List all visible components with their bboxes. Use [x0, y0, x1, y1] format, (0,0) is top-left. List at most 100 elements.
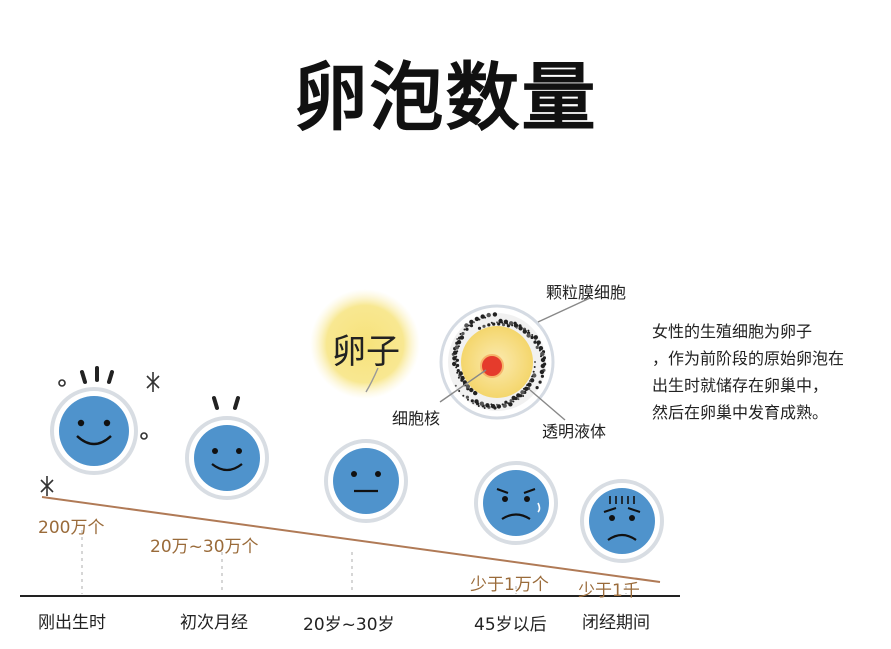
- trend-line: [41, 496, 661, 583]
- granulosa-speck: [533, 366, 536, 368]
- granulosa-speck: [477, 326, 482, 330]
- granulosa-speck: [524, 386, 529, 391]
- granulosa-speck: [502, 323, 506, 327]
- granulosa-speck: [522, 395, 525, 397]
- stage-menopause: 闭经期间: [582, 613, 650, 633]
- granulosa-speck: [497, 322, 501, 326]
- granulosa-speck: [534, 361, 536, 363]
- granulosa-speck: [540, 357, 546, 363]
- granulosa-speck: [507, 402, 510, 405]
- granulosa-speck: [535, 386, 539, 390]
- granulosa-speck: [522, 387, 525, 390]
- stage-45-plus: 45岁以后: [474, 615, 547, 635]
- nucleus-pointer: [439, 369, 487, 403]
- page-title: 卵泡数量: [293, 55, 598, 141]
- granulosa-speck: [540, 351, 545, 357]
- granulosa-speck: [465, 384, 471, 389]
- granulosa-speck: [472, 402, 475, 405]
- granulosa-speck: [538, 346, 544, 351]
- granulosa-speck: [501, 321, 504, 324]
- granulosa-speck: [506, 324, 510, 328]
- granulosa-speck: [502, 403, 507, 408]
- granulosa-speck: [496, 403, 498, 406]
- granulosa-speck: [492, 322, 496, 326]
- granulosa-speck: [473, 321, 475, 324]
- granulosa-speck: [468, 324, 470, 327]
- granulosa-speck: [455, 355, 458, 358]
- granulosa-speck: [467, 398, 469, 401]
- egg-label: 卵子: [332, 332, 400, 372]
- granulosa-speck: [527, 329, 530, 332]
- granulosa-speck: [474, 399, 479, 404]
- face-birth: [50, 387, 138, 475]
- granulosa-speck: [456, 350, 459, 353]
- granulosa-speck: [538, 349, 541, 352]
- granulosa-speck: [455, 358, 459, 362]
- granulosa-speck: [528, 380, 531, 382]
- nucleus-label: 细胞核: [392, 409, 441, 428]
- granulosa-speck: [484, 316, 487, 319]
- granulosa-speck: [513, 323, 519, 328]
- granulosa-speck: [511, 324, 514, 327]
- granulosa-speck: [529, 378, 535, 383]
- granulosa-speck: [532, 373, 537, 378]
- granulosa-speck: [492, 312, 498, 317]
- granulosa-speck: [461, 331, 465, 336]
- granulosa-speck: [454, 345, 459, 350]
- granulosa-speck: [469, 324, 474, 328]
- granulosa-speck: [534, 338, 537, 341]
- granulosa-speck: [526, 384, 529, 387]
- granulosa-speck: [483, 407, 486, 409]
- granulosa-speck: [511, 395, 516, 401]
- granulosa-speck: [539, 369, 545, 375]
- cell-nucleus: [480, 354, 504, 378]
- granulosa-speck: [457, 345, 460, 348]
- description-line: 女性的生殖细胞为卵子: [652, 322, 813, 341]
- excitement-marks: [80, 366, 240, 410]
- granulosa-speck: [459, 333, 462, 335]
- granulosa-speck: [479, 401, 484, 406]
- granulosa-speck: [515, 326, 518, 329]
- face-20-30: [324, 439, 408, 523]
- granulosa-speck: [462, 394, 465, 397]
- granulosa-pointer: [537, 297, 591, 323]
- granulosa-speck: [460, 375, 465, 381]
- amount-birth: 200万个: [38, 518, 105, 538]
- granulosa-speck: [490, 403, 493, 406]
- egg-glow: [310, 289, 420, 399]
- granulosa-speck: [530, 335, 534, 340]
- granulosa-speck: [522, 329, 527, 334]
- granulosa-speck: [518, 326, 523, 331]
- granulosa-speck: [517, 398, 520, 401]
- granulosa-speck: [456, 338, 459, 340]
- granulosa-speck: [504, 400, 508, 404]
- granulosa-speck: [478, 318, 481, 321]
- granulosa-speck: [469, 387, 474, 393]
- guide-lines: [81, 530, 627, 594]
- granulosa-speck: [456, 369, 460, 373]
- sparkle-decorations: [40, 372, 160, 496]
- granulosa-speck: [465, 327, 469, 331]
- granulosa-speck: [457, 376, 460, 379]
- granulosa-speck: [516, 393, 521, 398]
- granulosa-speck: [464, 323, 469, 328]
- description-line: 出生时就储存在卵巢中，: [652, 376, 829, 395]
- granulosa-speck: [486, 312, 491, 318]
- granulosa-speck: [480, 314, 485, 319]
- amount-menarche: 20万~30万个: [150, 537, 259, 557]
- granulosa-speck: [454, 361, 457, 363]
- granulosa-speck: [469, 319, 474, 325]
- granulosa-speck: [465, 395, 469, 399]
- granulosa-speck: [458, 371, 463, 376]
- description-line: ，作为前阶段的原始卵泡在: [652, 349, 845, 368]
- granulosa-label: 颗粒膜细胞: [546, 283, 627, 302]
- granulosa-speck: [474, 316, 480, 322]
- granulosa-speck: [533, 335, 538, 340]
- granulosa-speck: [458, 390, 461, 392]
- granulosa-speck: [537, 344, 539, 346]
- face-menopause: [580, 479, 664, 563]
- granulosa-speck: [535, 345, 539, 349]
- description-text: 女性的生殖细胞为卵子 ，作为前阶段的原始卵泡在 出生时就储存在卵巢中， 然后在卵…: [652, 318, 888, 426]
- egg-pointer: [365, 367, 379, 393]
